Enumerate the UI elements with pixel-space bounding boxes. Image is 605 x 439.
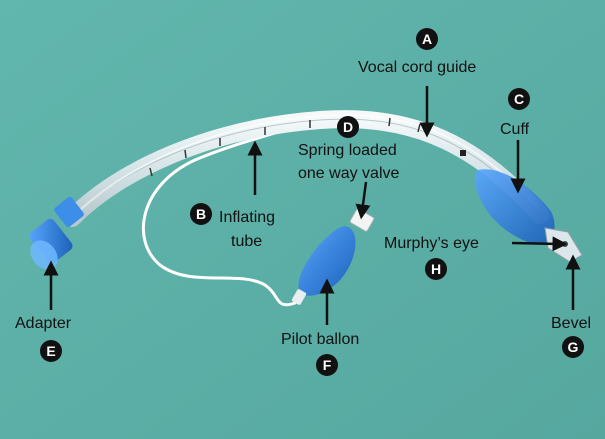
murphys-eye-hole	[562, 241, 568, 247]
badge-f: F	[316, 354, 338, 376]
label-vocal-cord-guide: Vocal cord guide	[358, 59, 476, 76]
svg-text:E: E	[46, 343, 55, 359]
cuff	[474, 169, 555, 245]
svg-text:H: H	[431, 261, 441, 277]
label-spring-line2: one way valve	[298, 165, 399, 182]
svg-text:C: C	[514, 91, 524, 107]
inflating-tube	[141, 118, 320, 307]
arrows	[43, 86, 581, 325]
arrow-murphys-eye	[511, 236, 568, 252]
badge-b: B	[190, 203, 212, 225]
svg-text:B: B	[196, 206, 206, 222]
badge-d: D	[337, 116, 359, 138]
pilot-balloon	[291, 226, 356, 305]
badge-a: A	[416, 28, 438, 50]
label-pilot-ballon: Pilot ballon	[281, 331, 359, 348]
label-adapter: Adapter	[15, 315, 72, 332]
label-inflating-line2: tube	[231, 233, 262, 250]
label-murphys-eye: Murphy’s eye	[384, 235, 479, 252]
svg-text:F: F	[323, 357, 332, 373]
badge-e: E	[40, 340, 62, 362]
badge-g: G	[562, 336, 584, 358]
arrow-spring-valve	[355, 181, 371, 220]
svg-text:G: G	[568, 339, 579, 355]
badge-h: H	[425, 258, 447, 280]
svg-text:A: A	[422, 31, 432, 47]
badge-c: C	[508, 88, 530, 110]
svg-text:D: D	[343, 119, 353, 135]
label-bevel: Bevel	[551, 315, 591, 332]
label-cuff: Cuff	[500, 121, 530, 138]
adapter	[29, 196, 84, 270]
label-inflating-line1: Inflating	[219, 209, 275, 226]
label-spring-line1: Spring loaded	[298, 142, 397, 159]
